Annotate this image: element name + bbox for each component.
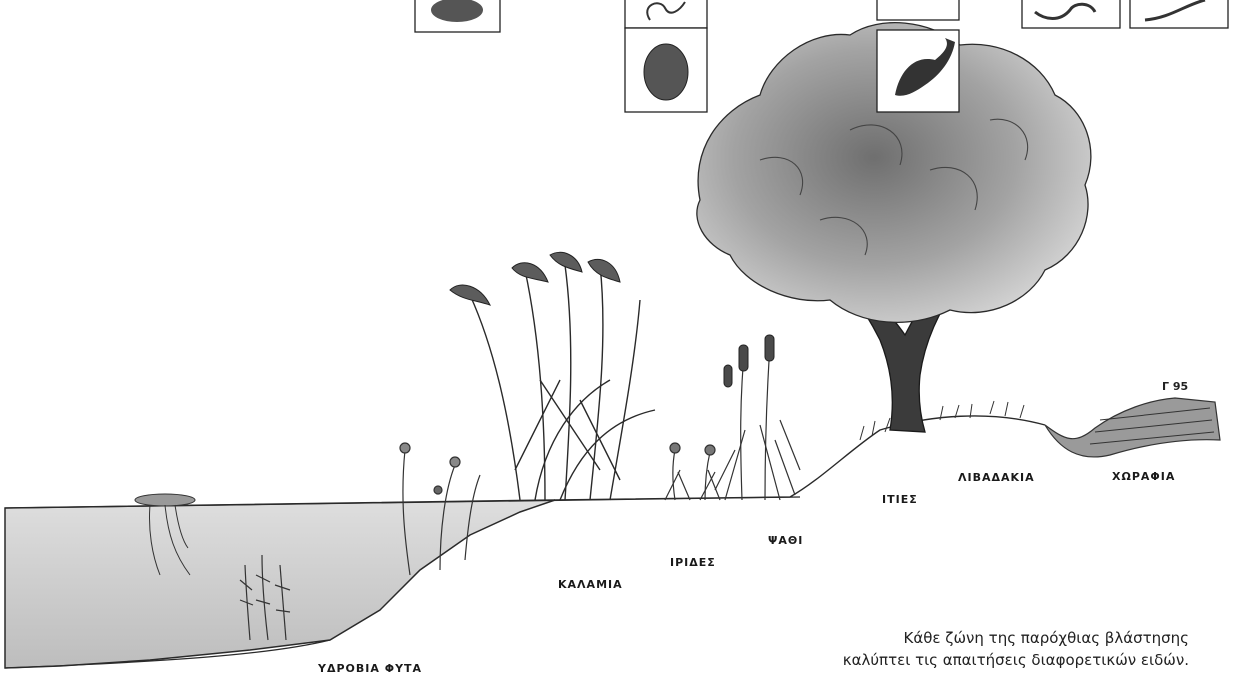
- zone-label-willows: ΙΤΙΕΣ: [882, 493, 918, 506]
- artist-signature: Γ 95: [1162, 380, 1188, 393]
- reeds: [470, 265, 655, 500]
- meadow-grass: [860, 401, 1024, 440]
- zone-label-irises: ΙΡΙΔΕΣ: [670, 556, 716, 569]
- bank-line: [555, 416, 1045, 500]
- zone-label-meadows: ΛΙΒΑΔΑΚΙΑ: [958, 471, 1035, 484]
- caption-line-1: Κάθε ζώνη της παρόχθιας βλάστησης: [669, 627, 1189, 649]
- caption-line-2: καλύπτει τις απαιτήσεις διαφορετικών ειδ…: [669, 649, 1189, 671]
- zone-label-fields: ΧΩΡΑΦΙΑ: [1112, 470, 1175, 483]
- field-strip: [1045, 398, 1220, 457]
- zone-label-reeds: ΚΑΛΑΜΙΑ: [558, 578, 623, 591]
- irises: [665, 443, 720, 500]
- reed-plumes: [450, 252, 620, 305]
- beetle-icon: [644, 44, 688, 100]
- caption: Κάθε ζώνη της παρόχθιας βλάστησης καλύπτ…: [669, 627, 1189, 671]
- panel-bird: [877, 0, 959, 20]
- zone-label-rushes: ΨΑΘΙ: [768, 534, 803, 547]
- cattail-heads: [724, 335, 774, 387]
- water-body: [5, 500, 555, 668]
- panel-eel: [1130, 0, 1228, 28]
- panel-snake: [625, 0, 707, 28]
- floating-plant: [135, 494, 195, 506]
- zone-label-aquatic-plants: ΥΔΡΟΒΙΑ ΦΥΤΑ: [318, 662, 422, 675]
